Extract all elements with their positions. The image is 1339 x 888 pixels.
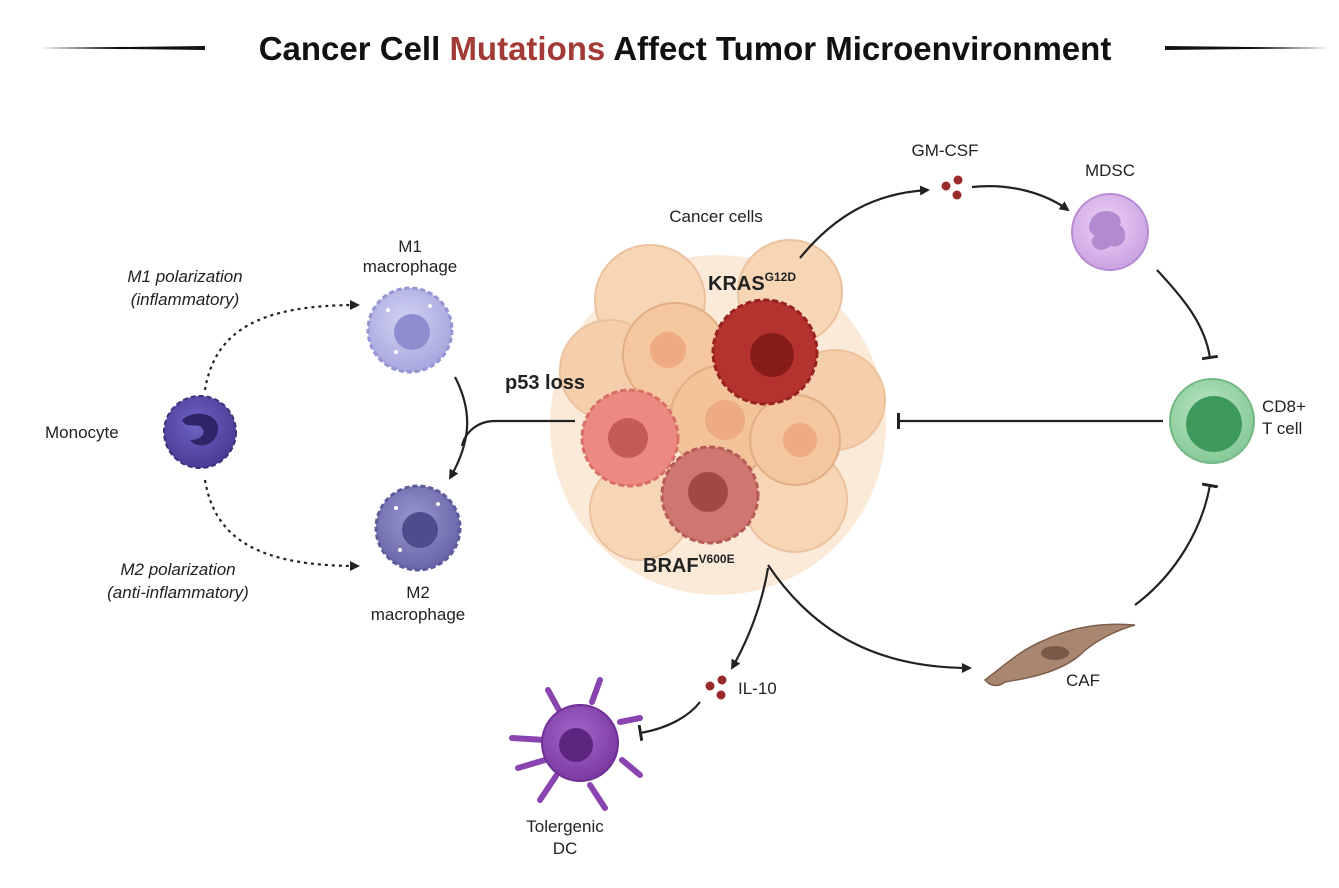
m2-label-line1: M2: [406, 583, 430, 602]
gm-csf-cytokine-icon: [941, 175, 963, 200]
cancer-cells-label: Cancer cells: [669, 207, 763, 226]
p53-loss-label: p53 loss: [505, 372, 585, 394]
cd8-label-line1: CD8+: [1262, 397, 1306, 416]
m2-polarization-line2: (anti-inflammatory): [107, 583, 249, 602]
kras-label: KRASG12D: [708, 270, 796, 295]
m1-label-line2: macrophage: [363, 257, 458, 276]
cd8-label-line2: T cell: [1262, 419, 1302, 438]
braf-label: BRAFV600E: [643, 552, 735, 577]
p53-loss-cell: [580, 388, 680, 488]
m1-macrophage-cell: [366, 286, 454, 374]
arrow-tumor-to-caf: [767, 564, 972, 673]
title-right-rule: [1165, 46, 1330, 50]
m2-polarization-line1: M2 polarization: [120, 560, 235, 579]
m2-macrophage-cell: [374, 484, 462, 572]
inhibit-caf-to-cd8: [1134, 482, 1219, 606]
arrow-p53-to-macrophage: [460, 419, 575, 447]
kras-superscript: G12D: [765, 270, 797, 284]
braf-gene: BRAF: [643, 555, 699, 577]
m1-polarization-line1: M1 polarization: [127, 267, 242, 286]
mdsc-label: MDSC: [1085, 161, 1135, 180]
gm-csf-label: GM-CSF: [911, 141, 978, 160]
title-part-2: Affect Tumor Microenvironment: [605, 30, 1111, 67]
arrow-monocyte-to-m1: [203, 300, 360, 391]
kras-gene: KRAS: [708, 273, 765, 295]
cancer-cell-nucleus: [705, 400, 745, 440]
monocyte-cell: [163, 395, 237, 469]
m1-label-line1: M1: [398, 237, 422, 256]
arrow-m1-to-m2: [448, 376, 469, 480]
il10-label: IL-10: [738, 679, 777, 698]
arrow-gmcsf-to-mdsc: [971, 185, 1070, 212]
dc-label-line2: DC: [553, 839, 578, 858]
connector-arrows: [203, 185, 1219, 742]
kras-mutant-cell: [711, 298, 819, 406]
braf-mutant-cell: [660, 445, 760, 545]
inhibit-mdsc-to-cd8: [1156, 269, 1219, 361]
m1-polarization-line2: (inflammatory): [131, 290, 240, 309]
title-part-1: Cancer Cell: [259, 30, 450, 67]
monocyte-label: Monocyte: [45, 423, 119, 442]
cd8-t-cell: [1169, 378, 1255, 464]
title-highlight: Mutations: [449, 30, 605, 67]
braf-superscript: V600E: [699, 552, 735, 566]
m2-label-line2: macrophage: [371, 605, 466, 624]
arrow-tumor-to-gmcsf: [799, 185, 930, 259]
mdsc-cell: [1071, 193, 1149, 271]
caf-label: CAF: [1066, 671, 1100, 690]
cancer-cell-nucleus: [650, 332, 686, 368]
page-title: Cancer Cell Mutations Affect Tumor Micro…: [259, 30, 1112, 67]
dc-label-line1: Tolergenic: [526, 817, 604, 836]
cancer-cell-nucleus: [783, 423, 817, 457]
tumor-cluster: Cancer cells KRASG12D p53 loss BRAFV600E: [505, 207, 886, 595]
arrow-monocyte-to-m2: [203, 479, 360, 571]
il10-cytokine-icon: [705, 675, 727, 700]
tolerogenic-dc-cell: [509, 677, 643, 811]
inhibit-il10-to-dc: [637, 701, 701, 742]
title-left-rule: [40, 46, 205, 50]
title-banner: Cancer Cell Mutations Affect Tumor Micro…: [40, 30, 1330, 67]
caf-cell: [983, 623, 1136, 687]
arrow-tumor-to-il10: [731, 567, 770, 670]
